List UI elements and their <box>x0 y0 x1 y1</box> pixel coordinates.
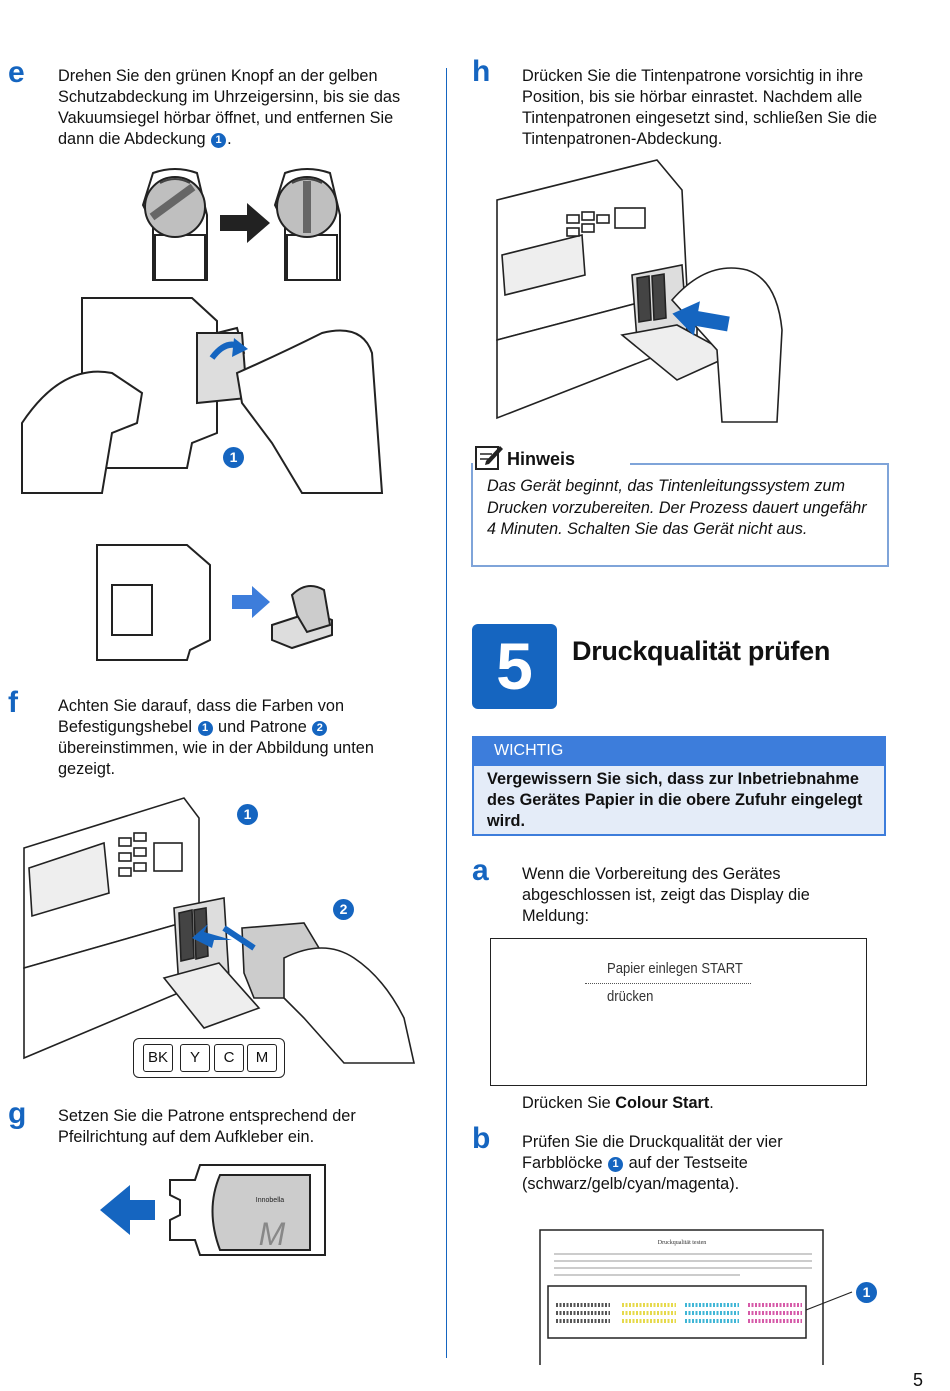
cover-rotation-illustration <box>141 168 341 281</box>
step-b-text-1: Prüfen Sie die Druckqualität der vier Fa… <box>522 1133 783 1172</box>
callout-1: 1 <box>856 1282 877 1303</box>
cartridge-hands-illustration <box>21 297 384 494</box>
callout-1-inline: 1 <box>211 133 227 148</box>
lcd-line-1: Papier einlegen START <box>607 961 743 977</box>
color-label-m: M <box>247 1044 277 1072</box>
step-e-text-1: Drehen Sie den grünen Knopf an der gelbe… <box>58 67 401 148</box>
step-f-text-2: und Patrone <box>218 718 307 736</box>
step-e-letter: e <box>8 56 25 89</box>
cartridge-brand-label: Innobella <box>256 1197 285 1204</box>
section-title: Druckqualität prüfen <box>572 636 831 666</box>
colour-start-label: Colour Start <box>615 1094 710 1112</box>
step-b-letter: b <box>472 1122 491 1155</box>
printer-cartridge-illustration <box>23 797 415 1064</box>
step-a-text: Wenn die Vorbereitung des Gerätes abgesc… <box>522 865 810 925</box>
section-number-badge: 5 <box>472 624 557 709</box>
callout-1: 1 <box>223 447 244 468</box>
cartridge-label-illustration: Innobella M <box>100 1164 326 1256</box>
test-sheet-title: Druckqualität testen <box>658 1240 706 1246</box>
important-label: WICHTIG <box>494 742 564 759</box>
color-label-y: Y <box>180 1044 210 1072</box>
cartridge-cap-illustration <box>96 544 333 661</box>
color-label-c: C <box>214 1044 244 1072</box>
step-g-letter: g <box>8 1097 27 1130</box>
step-f-letter: f <box>8 686 18 719</box>
step-e-text: Drehen Sie den grünen Knopf an der gelbe… <box>58 66 428 150</box>
callout-1: 1 <box>237 804 258 825</box>
callout-1-inline: 1 <box>197 721 213 736</box>
note-box <box>471 463 889 567</box>
color-label-strip <box>133 1038 285 1078</box>
column-divider <box>446 68 447 1358</box>
lcd-line-2: drücken <box>607 989 654 1005</box>
step-b-text-2: auf der Testseite (schwarz/gelb/cyan/mag… <box>522 1154 748 1193</box>
printer-close-cover-illustration <box>496 159 783 423</box>
note-pencil-icon <box>475 446 503 470</box>
note-title: Hinweis <box>507 449 576 469</box>
step-a-letter: a <box>472 854 489 887</box>
callout-2: 2 <box>333 899 354 920</box>
step-f-text-3: übereinstimmen, wie in der Abbildung unt… <box>58 739 374 778</box>
step-h-text: Drücken Sie die Tintenpatrone vorsichtig… <box>522 67 878 148</box>
lcd-display <box>490 938 867 1086</box>
callout-1-inline: 1 <box>608 1157 624 1172</box>
step-f-text: Achten Sie darauf, dass die Farben von B… <box>58 696 418 780</box>
cartridge-letter-label: M <box>259 1216 286 1252</box>
step-e-text-2: . <box>227 130 232 148</box>
step-a-after-text: Drücken Sie Colour Start. <box>522 1093 882 1114</box>
step-f-text-1: Achten Sie darauf, dass die Farben von B… <box>58 697 345 736</box>
page-number: 5 <box>913 1370 924 1390</box>
test-sheet-illustration: Druckqualität testen <box>539 1229 853 1365</box>
step-g-text: Setzen Sie die Patrone entsprechend der … <box>58 1107 356 1146</box>
note-border-top <box>630 463 887 465</box>
important-text: Vergewissern Sie sich, dass zur Inbetrie… <box>487 770 863 830</box>
step-b-text: Prüfen Sie die Druckqualität der vier Fa… <box>522 1132 842 1195</box>
callout-2-inline: 2 <box>312 721 328 736</box>
lcd-dotted-line <box>585 983 751 984</box>
color-label-bk: BK <box>143 1044 173 1072</box>
press-text-end: . <box>709 1094 714 1112</box>
important-header: WICHTIG <box>472 736 886 766</box>
press-text: Drücken Sie <box>522 1094 611 1112</box>
important-box <box>472 766 886 836</box>
step-h-letter: h <box>472 55 491 88</box>
note-text: Das Gerät beginnt, das Tintenleitungssys… <box>487 477 867 538</box>
